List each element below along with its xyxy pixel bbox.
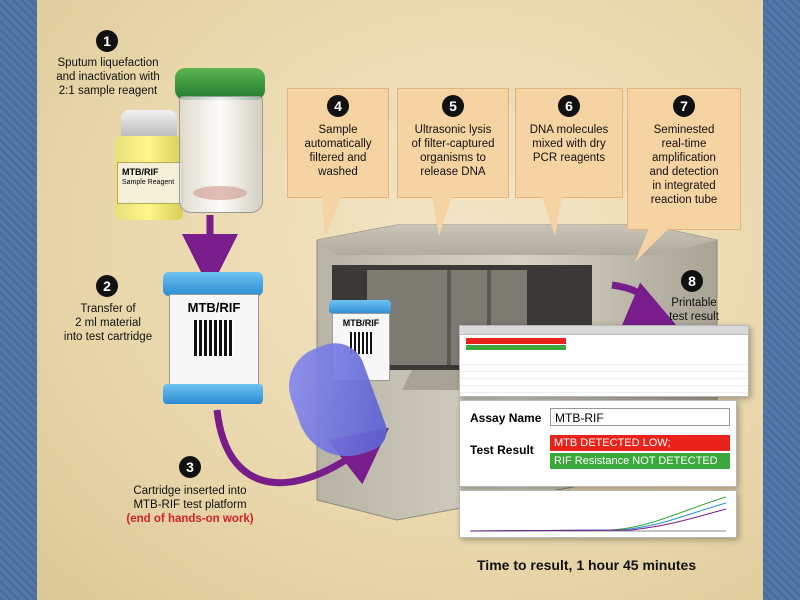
step-4-callout: 4 Sample automatically filtered and wash… <box>287 88 389 198</box>
step-5-line: release DNA <box>420 166 486 178</box>
step-3-caption: Cartridge inserted into MTB-RIF test pla… <box>115 484 265 526</box>
step-2-caption: Transfer of 2 ml material into test cart… <box>42 302 174 344</box>
printed-report <box>459 325 749 397</box>
step-6-line: DNA molecules <box>529 124 609 136</box>
mtb-detected-bar: MTB DETECTED LOW; <box>550 435 730 451</box>
step-6-line: mixed with dry <box>532 138 606 150</box>
step-2-badge: 2 <box>96 275 118 297</box>
step-8-line: test result <box>669 311 719 323</box>
step-2-line: Transfer of <box>80 303 136 315</box>
step-1-badge: 1 <box>96 30 118 52</box>
step-8-badge: 8 <box>681 270 703 292</box>
step-7-badge: 7 <box>673 95 695 117</box>
step-7-line: real-time <box>661 138 707 150</box>
step-8-caption: Printable test result <box>649 296 739 324</box>
step-4-line: filtered and <box>309 152 367 164</box>
step-4-line: Sample <box>318 124 358 136</box>
step-5-callout: 5 Ultrasonic lysis of filter-captured or… <box>397 88 509 198</box>
step-5-line: Ultrasonic lysis <box>414 124 492 136</box>
step-5-badge: 5 <box>442 95 464 117</box>
step-6-line: PCR reagents <box>532 152 606 164</box>
step-4-badge: 4 <box>327 95 349 117</box>
reagent-bottle: MTB/RIF Sample Reagent <box>113 110 185 220</box>
reagent-title: MTB/RIF <box>122 167 159 177</box>
step-7-line: reaction tube <box>650 194 718 206</box>
right-sidebar <box>760 0 800 600</box>
test-result-panel: Assay Name MTB-RIF Test Result MTB DETEC… <box>459 400 737 487</box>
callout-tails <box>322 196 669 262</box>
step-2-line: into test cartridge <box>63 331 153 343</box>
step-5-line: of filter-captured <box>411 138 495 150</box>
assay-name-value: MTB-RIF <box>550 408 730 426</box>
step-4-line: automatically <box>304 138 372 150</box>
specimen-jar <box>175 68 265 213</box>
process-arrows <box>182 215 677 487</box>
test-cartridge: MTB/RIF <box>163 272 263 407</box>
step-3-emphasis: (end of hands-on work) <box>126 513 254 525</box>
step-7-callout: 7 Seminested real-time amplification and… <box>627 88 741 230</box>
step-1-line: Sputum liquefaction <box>57 57 159 69</box>
step-3-badge: 3 <box>179 456 201 478</box>
test-result-label: Test Result <box>470 443 534 457</box>
barcode-icon <box>194 320 234 356</box>
step-1-line: and inactivation with <box>56 71 160 83</box>
step-1-line: 2:1 sample reagent <box>58 85 158 97</box>
step-7-line: in integrated <box>652 180 716 192</box>
step-2-line: 2 ml material <box>75 317 141 329</box>
left-sidebar <box>0 0 40 600</box>
step-7-line: Seminested <box>653 124 715 136</box>
amplification-plot <box>459 490 737 538</box>
diagram-canvas: 1 Sputum liquefaction and inactivation w… <box>37 0 763 600</box>
assay-name-label: Assay Name <box>470 411 542 425</box>
rif-resistance-bar: RIF Resistance NOT DETECTED <box>550 453 730 469</box>
small-barcode-icon <box>350 332 372 354</box>
step-6-callout: 6 DNA molecules mixed with dry PCR reage… <box>515 88 623 198</box>
step-7-line: and detection <box>649 166 719 178</box>
step-8-line: Printable <box>671 297 717 309</box>
step-3-line: MTB-RIF test platform <box>133 499 247 511</box>
small-cartridge-label: MTB/RIF <box>342 318 380 328</box>
step-6-badge: 6 <box>558 95 580 117</box>
step-5-line: organisms to <box>420 152 486 164</box>
step-3-line: Cartridge inserted into <box>133 485 247 497</box>
step-7-line: amplification <box>652 152 716 164</box>
time-to-result: Time to result, 1 hour 45 minutes <box>477 557 697 573</box>
cartridge-label: MTB/RIF <box>187 300 241 315</box>
step-4-line: washed <box>318 166 358 178</box>
step-1-caption: Sputum liquefaction and inactivation wit… <box>42 56 174 98</box>
reagent-subtitle: Sample Reagent <box>122 179 175 186</box>
